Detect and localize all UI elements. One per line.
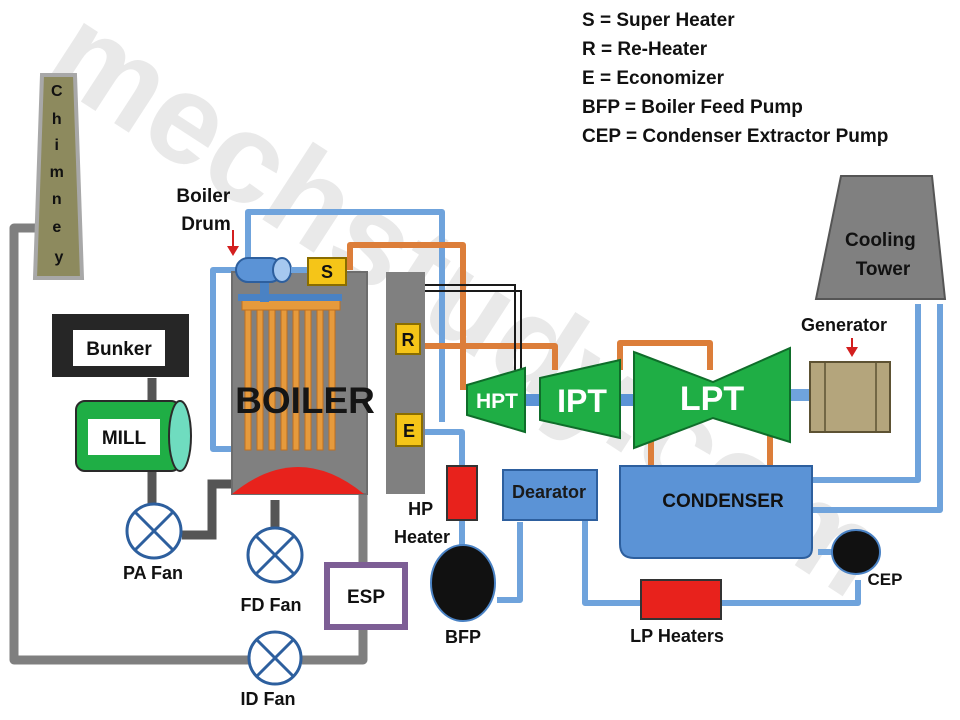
svg-text:HP Heater: HP Heater	[394, 499, 450, 547]
id-fan	[247, 630, 303, 686]
dearator	[502, 469, 598, 521]
bunker-label-box	[73, 330, 165, 366]
re-heater-label: R	[402, 330, 415, 350]
svg-text:Cooling Tower: Cooling Tower	[845, 230, 921, 280]
legend-item: R = Re-Heater	[582, 39, 708, 60]
lp-heaters	[640, 579, 722, 620]
svg-text:Boiler Drum: Boiler Drum	[176, 186, 235, 235]
condenser-extractor-pump	[831, 529, 881, 575]
mill-label-box	[88, 419, 160, 455]
legend: S = Super Heater R = Re-Heater E = Econo…	[582, 10, 888, 147]
lp-turbine	[633, 346, 791, 450]
boiler-drum-label: Boiler	[176, 186, 230, 207]
economizer-label: E	[403, 421, 415, 441]
generator	[809, 361, 891, 433]
mill-end	[168, 400, 192, 472]
boiler-drum-label: Drum	[181, 214, 231, 235]
pa-fan-label: PA Fan	[123, 563, 183, 583]
condenser	[619, 465, 813, 559]
steam-pipes	[347, 242, 773, 468]
chimney-letter: y	[55, 249, 64, 266]
ip-turbine	[539, 358, 621, 440]
chimney	[32, 73, 85, 280]
hp-heater	[446, 465, 478, 521]
generator-arrow	[846, 338, 858, 357]
generator-label: Generator	[801, 315, 887, 335]
esp-label: ESP	[347, 587, 385, 608]
boiler-drum-end	[272, 257, 292, 283]
primary-air-path	[147, 378, 280, 540]
chimney-letter: C	[51, 83, 63, 100]
chimney-letter: e	[52, 219, 61, 236]
id-fan-label: ID Fan	[240, 689, 295, 709]
boiler-tubes	[241, 299, 341, 451]
super-heater-label: S	[321, 262, 333, 282]
chimney-letter: n	[52, 191, 62, 208]
boiler-header	[238, 294, 342, 301]
legend-item: E = Economizer	[582, 68, 725, 89]
condenser-label: CONDENSER	[662, 491, 784, 512]
furnace-burner	[232, 467, 364, 494]
svg-text:C h i m n: C h i m n e y	[50, 83, 69, 266]
boiler-label: BOILER	[235, 380, 375, 421]
boiler-downcomer	[260, 278, 269, 302]
boiler-feed-pump	[430, 544, 496, 622]
hpt-label: HPT	[476, 390, 518, 413]
boiler-drum-arrow	[227, 230, 239, 256]
hp-heater-label: HP	[408, 499, 433, 519]
super-heater	[307, 257, 347, 286]
economizer	[395, 413, 423, 447]
mill-label: MILL	[102, 428, 147, 449]
chimney-letter: i	[55, 137, 59, 154]
bfp-label: BFP	[445, 627, 481, 647]
chimney-letter: m	[50, 164, 64, 181]
pa-fan	[125, 502, 183, 560]
re-heater	[395, 323, 421, 355]
hp-turbine	[466, 366, 526, 434]
cooling-tower-label: Tower	[856, 259, 911, 280]
fd-fan	[246, 526, 304, 584]
cooling-tower-label: Cooling	[845, 230, 916, 251]
legend-item: BFP = Boiler Feed Pump	[582, 97, 803, 118]
chimney-letter: h	[52, 111, 62, 128]
dearator-label: Dearator	[512, 482, 586, 502]
fd-fan-label: FD Fan	[241, 595, 302, 615]
lpt-label: LPT	[680, 380, 744, 418]
cep-label: CEP	[868, 570, 903, 589]
lp-heaters-label: LP Heaters	[630, 626, 724, 646]
legend-item: CEP = Condenser Extractor Pump	[582, 126, 888, 147]
boiler-back-pass	[386, 272, 425, 494]
legend-item: S = Super Heater	[582, 10, 735, 31]
esp	[324, 562, 408, 630]
hp-heater-label: Heater	[394, 527, 450, 547]
cooling-tower	[814, 175, 947, 300]
water-pipes	[210, 209, 943, 606]
ipt-label: IPT	[557, 383, 607, 419]
bunker-label: Bunker	[86, 339, 152, 360]
